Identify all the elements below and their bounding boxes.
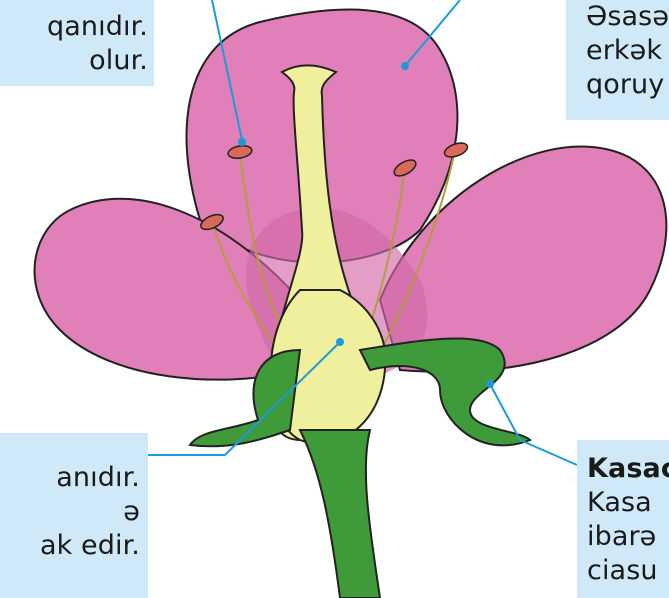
stem (300, 430, 380, 598)
caption-top-right: Əsasə erkək qoruy (566, 0, 669, 120)
caption-bottom-left: anıdır. ə ak edir. (0, 433, 148, 598)
caption-line: Kasa (587, 486, 669, 520)
caption-title: Kasac (587, 452, 669, 486)
caption-line: ə (0, 495, 140, 529)
caption-line: qanıdır. (0, 10, 148, 44)
caption-line: erkək (586, 34, 669, 68)
caption-line: anıdır. (0, 461, 140, 495)
caption-line: qoruy (586, 68, 669, 102)
caption-line: ak edir. (0, 529, 140, 563)
caption-top-left: qanıdır. olur. (0, 0, 154, 86)
caption-line: ciasu (587, 554, 669, 588)
caption-line: olur. (0, 44, 148, 78)
caption-line: ibarə (587, 520, 669, 554)
caption-line: Əsasə (586, 0, 669, 34)
caption-bottom-right: Kasac Kasa ibarə ciasu (577, 440, 669, 598)
